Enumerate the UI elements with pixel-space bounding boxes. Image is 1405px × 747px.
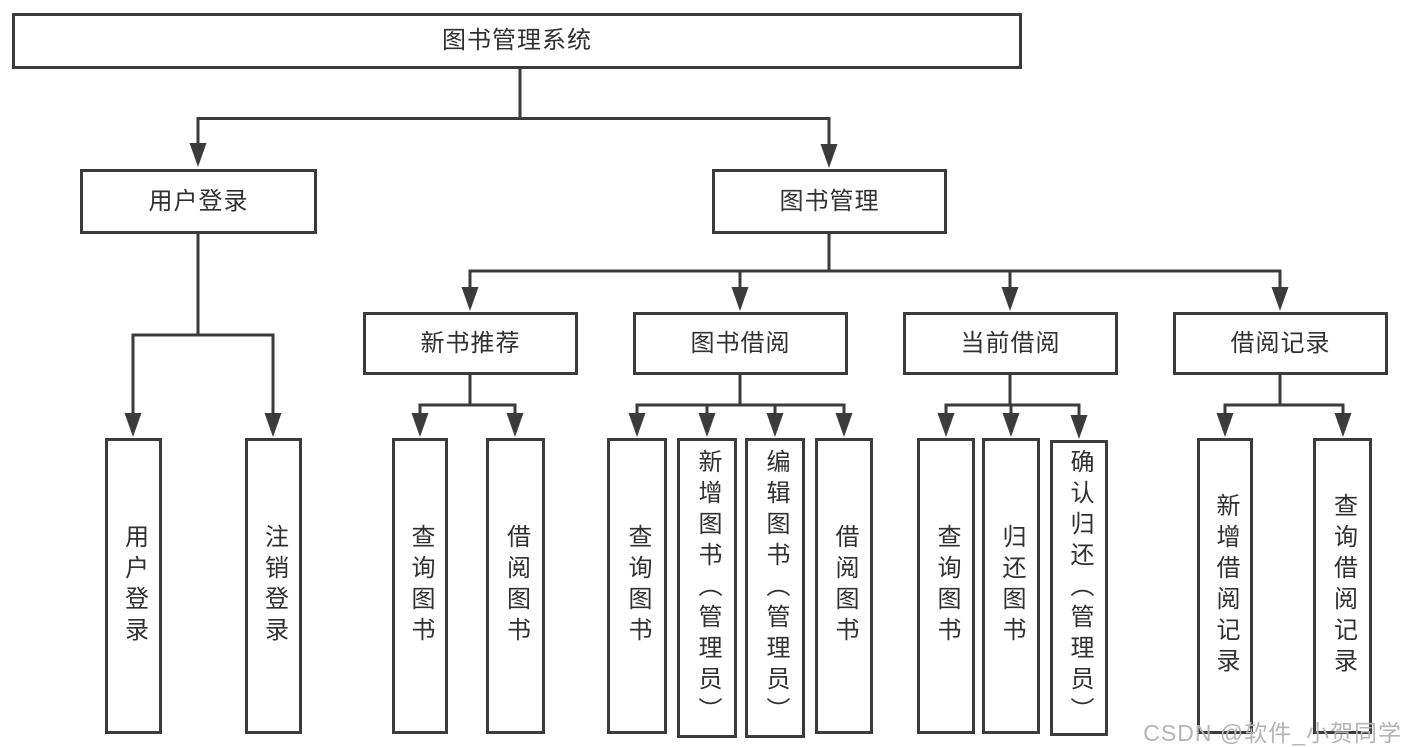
node-label: 查询借阅记录: [1329, 493, 1357, 679]
leaf-record-query-borrow-record: 查询借阅记录: [1313, 438, 1372, 734]
node-label: 注销登录: [260, 524, 288, 648]
node-label: 编辑图书（管理员）: [762, 448, 789, 728]
node-book-borrowing: 图书借阅: [633, 312, 848, 375]
leaf-borrow-borrow-books: 借阅图书: [815, 438, 873, 734]
leaf-newbook-borrow-books: 借阅图书: [486, 438, 545, 734]
node-label: 图书管理系统: [442, 27, 592, 54]
leaf-borrow-edit-books-admin: 编辑图书（管理员）: [745, 438, 805, 738]
node-current-borrowing: 当前借阅: [903, 312, 1118, 375]
node-label: 新增图书（管理员）: [694, 448, 721, 728]
leaf-logout: 注销登录: [245, 438, 302, 734]
node-label: 图书借阅: [690, 329, 791, 357]
node-label: 确认归还（管理员）: [1066, 448, 1093, 728]
leaf-current-return-books: 归还图书: [982, 438, 1040, 734]
watermark-csdn: CSDN @软件_小贺同学: [1143, 720, 1402, 746]
node-label: 图书管理: [779, 187, 880, 215]
leaf-borrow-query-books: 查询图书: [607, 438, 667, 734]
node-label: 用户登录: [148, 187, 249, 215]
node-label: 查询图书: [407, 524, 434, 648]
node-label: 用户登录: [120, 524, 148, 648]
leaf-user-login: 用户登录: [105, 438, 162, 734]
node-label: 归还图书: [998, 524, 1025, 648]
node-label: 查询图书: [933, 524, 960, 648]
node-label: 新书推荐: [420, 329, 521, 357]
node-label: 借阅记录: [1230, 329, 1331, 357]
leaf-newbook-query-books: 查询图书: [392, 438, 448, 734]
node-label: 借阅图书: [502, 524, 530, 648]
leaf-current-query-books: 查询图书: [917, 438, 975, 734]
leaf-current-confirm-return-admin: 确认归还（管理员）: [1050, 440, 1108, 736]
node-book-management: 图书管理: [712, 169, 947, 234]
node-label: 查询图书: [624, 524, 651, 648]
node-label: 当前借阅: [960, 329, 1061, 357]
node-label: 新增借阅记录: [1212, 493, 1239, 679]
node-borrowing-records: 借阅记录: [1173, 312, 1388, 375]
node-label: 借阅图书: [831, 524, 858, 648]
leaf-borrow-add-books-admin: 新增图书（管理员）: [677, 438, 737, 738]
node-library-system: 图书管理系统: [12, 13, 1022, 69]
node-user-login: 用户登录: [80, 169, 317, 234]
leaf-record-add-borrow-record: 新增借阅记录: [1197, 438, 1253, 734]
node-new-book-recommendation: 新书推荐: [363, 312, 578, 375]
